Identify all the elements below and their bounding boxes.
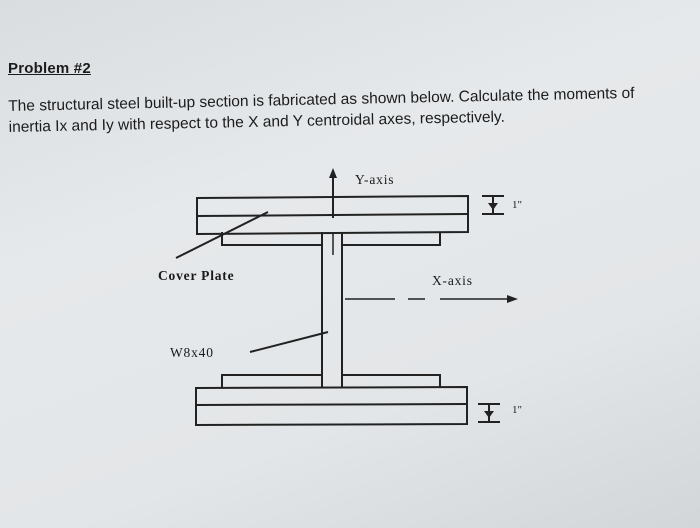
y-axis-label: Y-axis [355, 172, 395, 187]
w8x40-leader [249, 331, 329, 353]
top-thickness-dimension [482, 195, 504, 215]
w-section-outline [221, 232, 441, 388]
page-title: Problem #2 [8, 60, 91, 77]
bottom-thickness-label: 1" [512, 404, 522, 416]
x-axis-label: X-axis [432, 273, 473, 288]
bottom-thickness-dimension [478, 403, 500, 423]
x-axis [345, 295, 518, 303]
top-thickness-label: 1" [512, 199, 522, 211]
cover-plate-leader [175, 211, 269, 259]
bottom-cover-plate [195, 385, 468, 427]
y-axis [329, 168, 337, 255]
cover-plate-label: Cover Plate [158, 268, 235, 283]
w8x40-label: W8x40 [170, 345, 214, 360]
